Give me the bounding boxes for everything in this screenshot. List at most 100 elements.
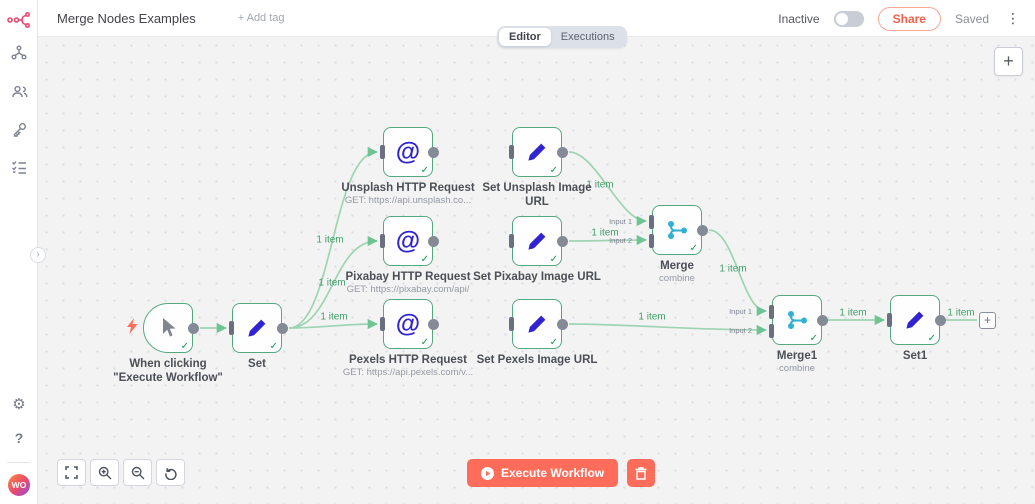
success-check-icon: ✓ — [420, 165, 429, 176]
node-pixabay-http-request[interactable]: @ ✓ Pixabay HTTP Request GET: https://pi… — [345, 216, 471, 295]
pencil-icon — [906, 311, 924, 329]
output-port[interactable] — [557, 318, 568, 330]
workflow-title[interactable]: Merge Nodes Examples — [57, 10, 196, 26]
workflow-canvas[interactable]: 1 item 1 item 1 item 1 item 1 item 1 ite… — [38, 37, 1035, 504]
node-set1[interactable]: ✓ Set1 — [887, 295, 946, 362]
connection-set-pixabay[interactable] — [288, 235, 378, 329]
share-button[interactable]: Share — [877, 6, 941, 31]
output-port[interactable] — [277, 322, 288, 334]
active-toggle[interactable] — [833, 10, 864, 27]
merge-branch-icon — [788, 311, 807, 329]
edge-label: 1 item — [320, 311, 348, 323]
input-port-1[interactable] — [769, 305, 774, 319]
node-unsplash-http-request[interactable]: @ ✓ Unsplash HTTP Request GET: https://a… — [341, 127, 475, 206]
add-node-button[interactable]: + — [994, 47, 1023, 76]
success-check-icon: ✓ — [549, 165, 558, 176]
saved-status: Saved — [954, 11, 989, 26]
sidebar-expand-chevron[interactable]: › — [30, 247, 46, 263]
input-port[interactable] — [509, 234, 514, 248]
input-port[interactable] — [887, 313, 892, 327]
input-label: Input 1 — [609, 217, 632, 226]
input-port[interactable] — [380, 317, 385, 331]
success-check-icon: ✓ — [689, 243, 698, 254]
add-next-node-button[interactable]: + — [979, 312, 996, 329]
delete-workflow-button[interactable] — [627, 459, 656, 487]
add-tag-button[interactable]: + Add tag — [237, 12, 285, 24]
canvas-controls — [57, 459, 185, 486]
node-merge[interactable]: ✓ Merge combine — [649, 205, 708, 284]
zoom-in-button[interactable] — [90, 459, 119, 486]
node-set[interactable]: ✓ Set — [229, 303, 288, 370]
node-label: Merge — [660, 260, 694, 272]
reset-zoom-button[interactable] — [156, 459, 185, 486]
success-check-icon: ✓ — [180, 341, 189, 352]
tab-executions[interactable]: Executions — [560, 31, 615, 43]
zoom-in-icon — [98, 466, 111, 479]
executions-list-icon[interactable] — [6, 154, 32, 180]
zoom-to-fit-button[interactable] — [57, 459, 86, 486]
input-port[interactable] — [380, 145, 385, 159]
input-port-2[interactable] — [649, 234, 654, 248]
node-pexels-http-request[interactable]: @ ✓ Pexels HTTP Request GET: https://api… — [343, 299, 473, 378]
node-sublabel: GET: https://pixabay.com/api/ — [346, 284, 470, 295]
input-port[interactable] — [509, 317, 514, 331]
output-port[interactable] — [935, 314, 946, 326]
output-port[interactable] — [817, 314, 828, 326]
node-manual-trigger[interactable]: ✓ When clicking "Execute Workflow" — [113, 303, 223, 384]
output-port[interactable] — [557, 235, 568, 247]
play-icon — [481, 466, 494, 480]
output-port[interactable] — [428, 146, 439, 158]
credentials-key-icon[interactable] — [6, 116, 32, 142]
connection-set-unsplash[interactable] — [288, 146, 378, 329]
node-merge1[interactable]: ✓ Merge1 combine — [769, 295, 828, 374]
success-check-icon: ✓ — [927, 333, 936, 344]
pencil-icon — [528, 143, 546, 161]
settings-gear-icon[interactable]: ⚙ — [12, 396, 26, 413]
workflows-icon[interactable] — [6, 40, 32, 66]
input-port[interactable] — [380, 234, 385, 248]
output-port[interactable] — [188, 322, 199, 334]
edge-label: 1 item — [591, 227, 619, 239]
n8n-logo — [7, 11, 30, 28]
connection-setpixabay-merge[interactable] — [568, 234, 647, 246]
success-check-icon: ✓ — [420, 337, 429, 348]
execute-workflow-button[interactable]: Execute Workflow — [467, 459, 619, 487]
input-port-2[interactable] — [769, 324, 774, 338]
lightning-bolt-icon — [127, 318, 138, 334]
user-avatar[interactable]: WO — [8, 474, 30, 496]
trash-icon — [635, 466, 647, 480]
node-label: Pixabay HTTP Request — [345, 271, 471, 283]
output-port[interactable] — [697, 224, 708, 236]
execute-workflow-label: Execute Workflow — [501, 466, 605, 480]
fit-screen-icon — [65, 466, 78, 479]
success-check-icon: ✓ — [420, 254, 429, 265]
node-set-pixabay-image-url[interactable]: ✓ Set Pixabay Image URL — [473, 216, 601, 283]
tab-editor[interactable]: Editor — [499, 28, 551, 46]
input-port-1[interactable] — [649, 215, 654, 229]
output-port[interactable] — [557, 146, 568, 158]
connection-set-pexels[interactable] — [288, 318, 378, 330]
help-icon[interactable]: ? — [14, 430, 24, 446]
connection-setunsplash-merge[interactable] — [568, 151, 647, 227]
connection-merge-merge1[interactable] — [708, 229, 767, 317]
users-icon[interactable] — [6, 78, 32, 104]
node-sublabel: GET: https://api.pexels.com/v... — [342, 367, 474, 378]
input-port[interactable] — [229, 321, 234, 335]
output-port[interactable] — [428, 318, 439, 330]
output-port[interactable] — [428, 235, 439, 247]
node-label: Set Pixabay Image URL — [473, 271, 601, 283]
zoom-out-button[interactable] — [123, 459, 152, 486]
pencil-icon — [248, 319, 266, 337]
input-port[interactable] — [509, 145, 514, 159]
node-sublabel: combine — [659, 273, 695, 284]
node-set-pexels-image-url[interactable]: ✓ Set Pexels Image URL — [477, 299, 597, 366]
more-options-kebab-icon[interactable]: ⋮ — [1006, 10, 1020, 26]
edge-label: 1 item — [719, 263, 747, 275]
node-sublabel: combine — [779, 363, 815, 374]
node-set-unsplash-image-url[interactable]: ✓ Set Unsplash Image URL — [482, 127, 592, 208]
edge-label: 1 item — [839, 307, 867, 319]
http-request-icon: @ — [395, 226, 421, 255]
node-label: When clicking "Execute Workflow" — [113, 358, 223, 385]
connection-setpexels-merge1[interactable] — [568, 323, 767, 336]
zoom-out-icon — [131, 466, 144, 479]
